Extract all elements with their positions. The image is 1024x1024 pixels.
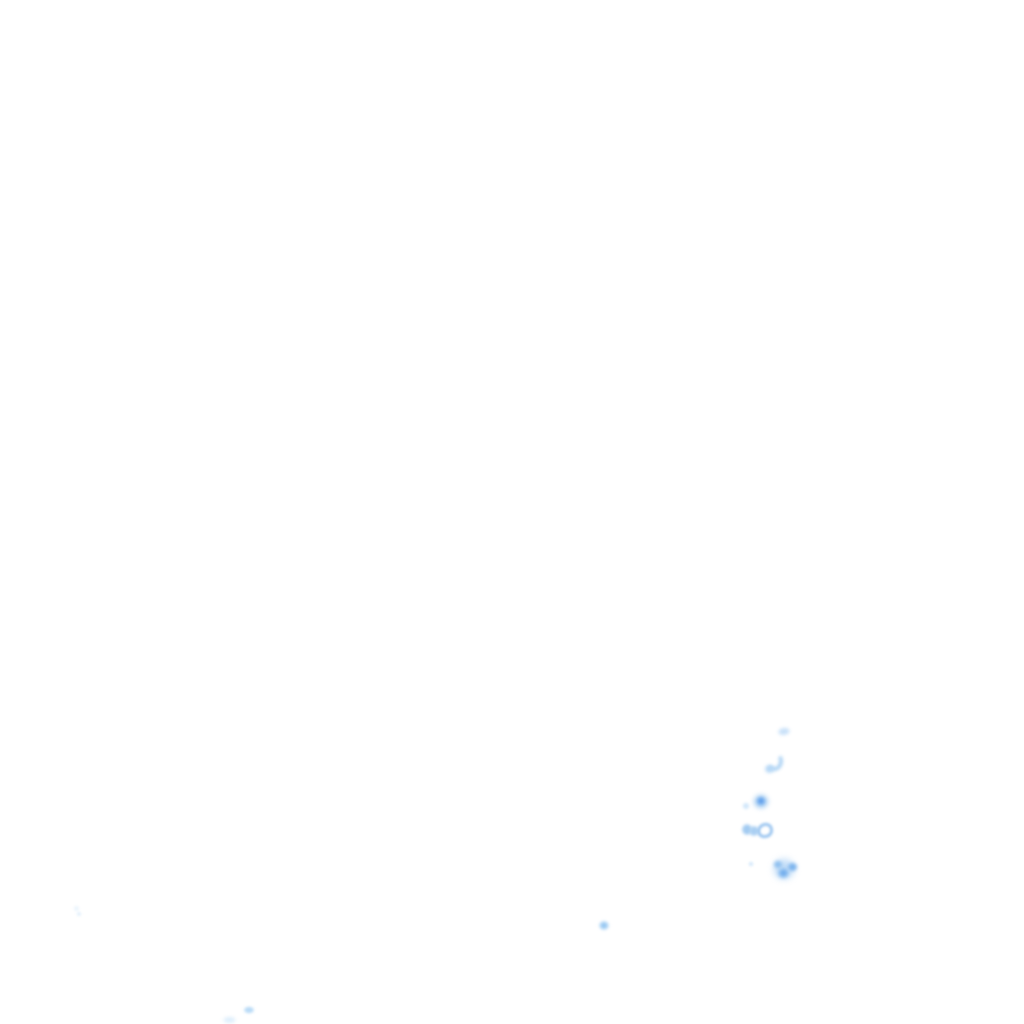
- paint-mark-vee-right-wing: [787, 862, 798, 872]
- paint-mark-streak-top: [776, 726, 792, 737]
- paint-mark-hook-end-blob: [764, 764, 775, 774]
- paint-mark-vee-left-wing: [773, 860, 783, 869]
- paint-mark-kidney-blob-right: [748, 825, 760, 837]
- paint-mark-vee-core: [777, 867, 790, 879]
- paint-mark-hook-arc: [764, 750, 785, 773]
- paint-mark-comma-speck: [742, 802, 750, 810]
- paint-mark-bottom-mark-2: [222, 1016, 237, 1024]
- paint-mark-dot-core: [756, 796, 766, 806]
- paint-mark-bottom-mark-1: [243, 1006, 255, 1014]
- paint-mark-kidney-blob-left: [741, 823, 753, 836]
- paint-mark-tiny-speck-left: [748, 861, 754, 867]
- paint-mark-ring-blob: [755, 821, 775, 840]
- paint-mark-faint-speck-b: [76, 911, 82, 917]
- paint-mark-dot-halo: [752, 793, 770, 810]
- paint-mark-faint-speck-a: [73, 905, 80, 912]
- paint-mark-vee-halo: [771, 856, 797, 882]
- paint-mark-small-dot-center: [598, 920, 610, 931]
